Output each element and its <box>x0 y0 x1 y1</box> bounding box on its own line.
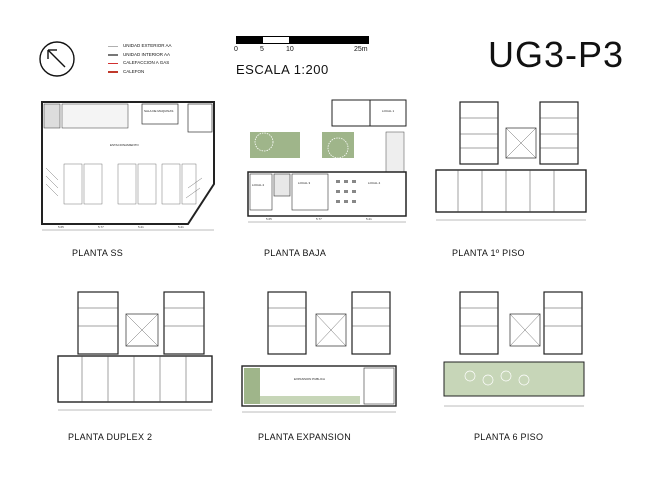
legend-item: CALEFON <box>108 68 172 77</box>
room-label: SALA DE MAQUINAS <box>144 109 173 113</box>
plan-caption: PLANTA BAJA <box>264 248 327 258</box>
svg-text:5.77: 5.77 <box>316 217 322 221</box>
legend-swatch <box>108 62 118 64</box>
room-label: LOCAL 2 <box>252 183 265 187</box>
legend-item: UNIDAD EXTERIOR AA <box>108 42 172 51</box>
legend-item: UNIDAD INTERIOR AA <box>108 51 172 60</box>
plan-caption: PLANTA 6 PISO <box>474 432 544 442</box>
room-label: LOCAL 4 <box>368 181 381 185</box>
plan-baja: LOCAL 1 LOCAL 2 LOCAL 3 LOCAL 4 5.65 5.77… <box>247 99 407 223</box>
room-label: LOCAL 3 <box>298 181 311 185</box>
scale-segment <box>262 36 290 44</box>
scale-segment <box>289 36 369 44</box>
legend: UNIDAD EXTERIOR AA UNIDAD INTERIOR AA CA… <box>108 42 172 76</box>
legend-swatch <box>108 45 118 47</box>
sheet-title: UG3-P3 <box>488 34 625 75</box>
svg-text:5.21: 5.21 <box>178 225 184 229</box>
legend-label: UNIDAD EXTERIOR AA <box>123 43 172 48</box>
svg-text:5.21: 5.21 <box>138 225 144 229</box>
plan-caption: PLANTA 1º PISO <box>452 248 525 258</box>
scale-tick: 5 <box>260 46 264 53</box>
svg-text:5.65: 5.65 <box>266 217 272 221</box>
plan-6-piso <box>443 291 585 407</box>
room-label: ESTACIONAMIENTO <box>110 143 139 147</box>
plan-caption: PLANTA EXPANSION <box>258 432 351 442</box>
scale-tick: 10 <box>286 46 294 53</box>
room-label: LOCAL 1 <box>382 109 395 113</box>
room-label: EXPANSION PUBLICA <box>294 377 325 381</box>
plan-duplex-2 <box>57 291 213 411</box>
svg-text:5.77: 5.77 <box>98 225 104 229</box>
plan-caption: PLANTA SS <box>72 248 124 258</box>
legend-item: CALEFACCION A GAS <box>108 59 172 68</box>
scale-segment <box>236 36 263 44</box>
scale-tick: 25m <box>354 46 368 53</box>
scale-tick: 0 <box>234 46 238 53</box>
plan-expansion: EXPANSION PUBLICA <box>241 291 397 413</box>
svg-text:5.65: 5.65 <box>58 225 64 229</box>
svg-text:5.21: 5.21 <box>366 217 372 221</box>
plan-1-piso <box>435 101 587 221</box>
north-arrow-icon <box>39 41 75 77</box>
legend-label: CALEFON <box>123 68 145 74</box>
legend-swatch <box>108 54 118 56</box>
legend-label: CALEFACCION A GAS <box>123 60 170 65</box>
legend-label: UNIDAD INTERIOR AA <box>123 51 171 57</box>
legend-swatch <box>108 71 118 73</box>
plan-caption: PLANTA DUPLEX 2 <box>68 432 153 442</box>
plan-ss: ESTACIONAMIENTO SALA DE MAQUINAS 5.65 5.7… <box>41 101 215 231</box>
scale-label: ESCALA 1:200 <box>236 62 329 77</box>
